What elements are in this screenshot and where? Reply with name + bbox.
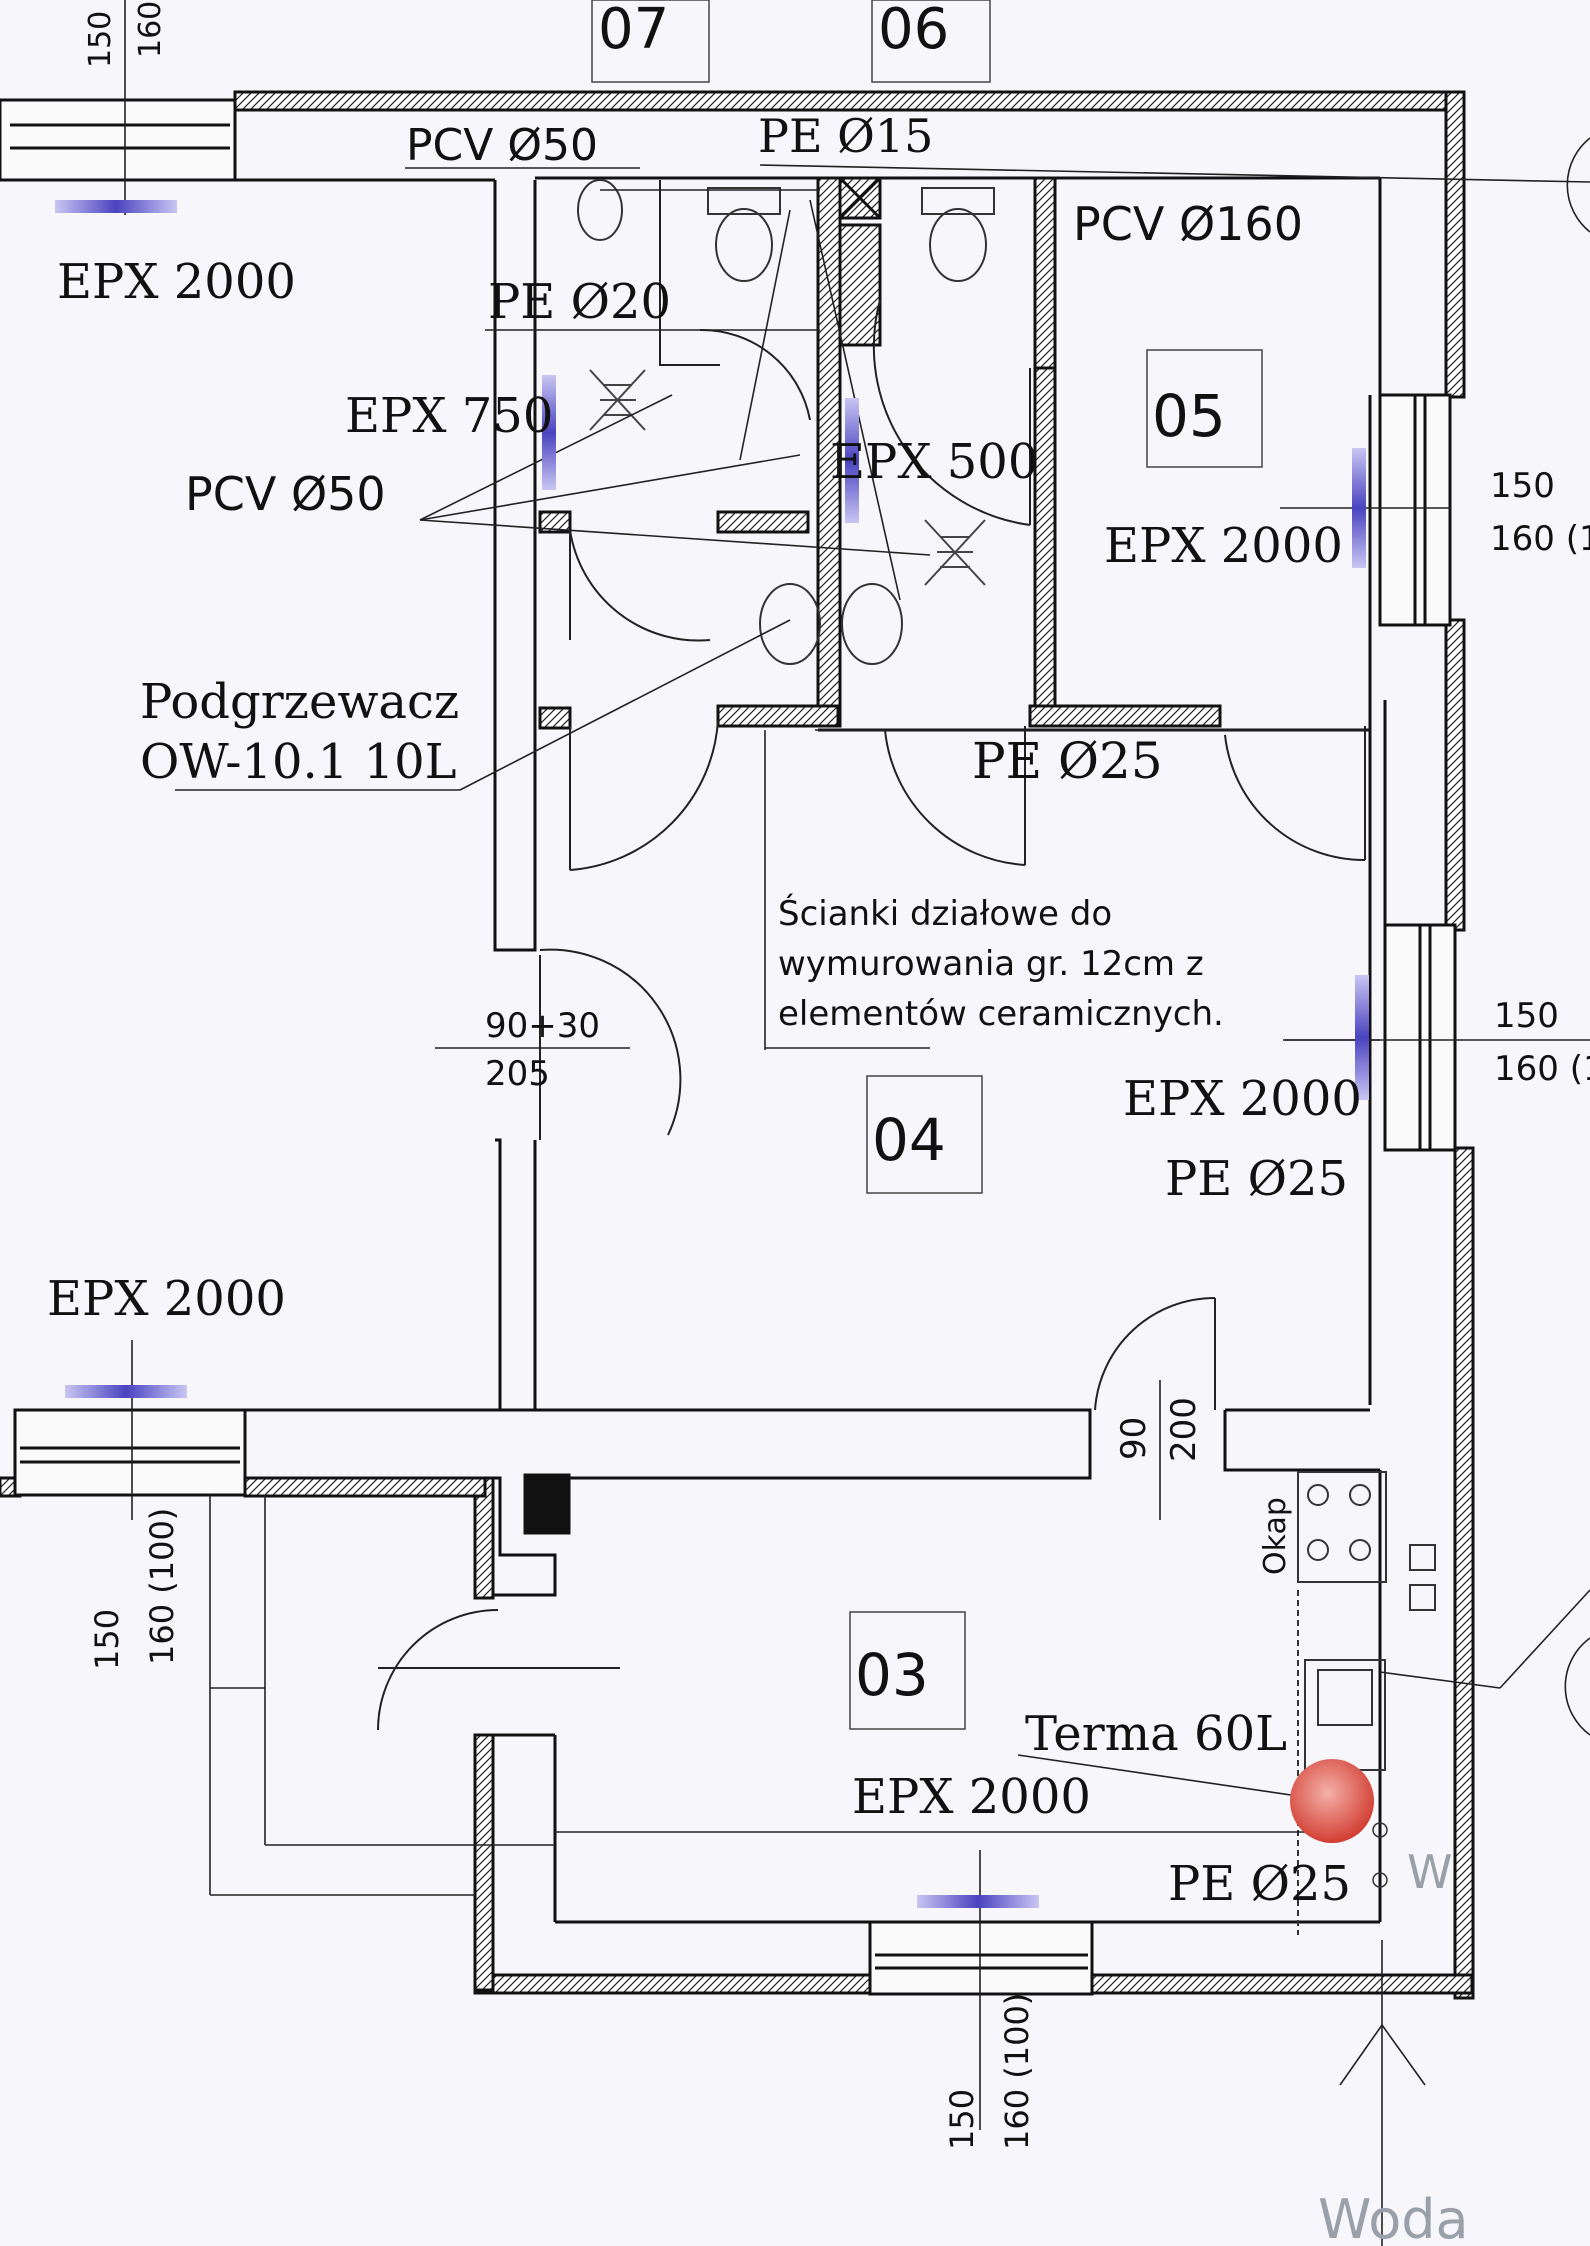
dim-r04-window-b: 160 (1 [1494, 1049, 1590, 1089]
room-04: 04 [872, 1106, 946, 1174]
window-south [868, 1920, 1094, 1996]
dim-south-window-a: 150 [943, 2089, 981, 2150]
radiators [55, 200, 1369, 1908]
sink-left [759, 583, 821, 665]
dim-top-left-a: 150 [83, 11, 118, 68]
west-wall-r03-bottom [473, 1733, 495, 1992]
room-06: 06 [878, 0, 949, 62]
dim-r04-window-a: 150 [1494, 996, 1559, 1036]
wall-r07-west [493, 180, 537, 952]
radiator-west [65, 1385, 187, 1398]
label-epx2000-r05: EPX 2000 [1104, 518, 1343, 574]
label-epx2000-nw: EPX 2000 [57, 254, 296, 310]
room-numbers [591, 0, 1263, 1730]
west-wall-r03-cap [243, 1476, 487, 1498]
dim-west-window-b: 160 (100) [143, 1508, 181, 1665]
radiator-r05 [1352, 448, 1366, 568]
label-water-w: W [1407, 1845, 1452, 1899]
label-pe25-r03: PE Ø25 [1168, 1856, 1351, 1912]
label-epx2000-west: EPX 2000 [47, 1271, 286, 1327]
room-07: 07 [598, 0, 669, 62]
pipes [124, 0, 1590, 2246]
bath-partition-2 [1033, 176, 1057, 370]
label-woda: Woda [1318, 2188, 1469, 2246]
boiler-terma [1290, 1759, 1374, 1843]
east-wall [1444, 90, 1466, 399]
room-05: 05 [1152, 382, 1226, 450]
doors [377, 180, 1366, 1731]
dim-top-left-b: 160 [133, 1, 168, 58]
label-pe25-corridor: PE Ø25 [972, 732, 1163, 790]
east-wall-mid [1444, 618, 1466, 932]
label-pe15: PE Ø15 [758, 109, 933, 163]
washbasin-r07 [577, 179, 623, 241]
radiator-r04 [1355, 975, 1369, 1100]
floor-drain-1 [589, 369, 646, 431]
label-epx500: EPX 500 [830, 434, 1038, 490]
south-wall-east [1090, 1973, 1474, 1995]
label-heater-2: OW-10.1 10L [140, 734, 457, 790]
dim-r05-window-b: 160 (1 [1490, 519, 1590, 559]
label-pcv160: PCV Ø160 [1073, 197, 1303, 251]
dim-west-window-a: 150 [88, 1609, 126, 1670]
label-okap: Okap [1258, 1497, 1293, 1575]
room-03: 03 [855, 1641, 929, 1709]
label-pe20: PE Ø20 [488, 274, 671, 330]
floor-drain-2 [924, 519, 986, 586]
label-epx2000-r04: EPX 2000 [1123, 1071, 1362, 1127]
window-nw [0, 98, 237, 182]
east-wall-low [1453, 1146, 1475, 2000]
dim-door2-w: 90 [1114, 1417, 1154, 1460]
note-line-1: Ścianki działowe do [778, 893, 1112, 934]
fixtures [577, 179, 1436, 1935]
radiator-r06 [845, 398, 859, 523]
dimensions: 150 160 150 160 (1 150 160 (1 90+30 205 … [83, 1, 1590, 2150]
dim-door-h: 205 [485, 1054, 550, 1094]
labels: PCV Ø50 PE Ø15 PCV Ø160 EPX 2000 PE Ø20 … [47, 109, 1469, 2246]
dim-door-w: 90+30 [485, 1006, 600, 1046]
toilet-r07 [715, 208, 773, 282]
label-pe25-r04: PE Ø25 [1165, 1151, 1348, 1207]
note-line-3: elementów ceramicznych. [778, 994, 1224, 1034]
walls [0, 90, 1475, 2000]
radiator-r03 [917, 1895, 1039, 1908]
south-wall-west [473, 1973, 872, 1995]
label-pcv50-top: PCV Ø50 [406, 120, 598, 171]
dim-door2-h: 200 [1164, 1397, 1204, 1462]
window-west [13, 1408, 247, 1497]
dim-south-window-b: 160 (100) [998, 1993, 1036, 2150]
label-pcv50-mid: PCV Ø50 [185, 467, 386, 521]
dim-r05-window-a: 150 [1490, 466, 1555, 506]
stove [1297, 1471, 1387, 1583]
chimney [523, 1473, 571, 1535]
toilet-r06 [929, 208, 987, 282]
label-epx750: EPX 750 [345, 388, 553, 444]
sink-right [841, 583, 903, 665]
label-epx2000-r03: EPX 2000 [852, 1769, 1091, 1825]
note-line-2: wymurowania gr. 12cm z [778, 944, 1204, 984]
label-terma: Terma 60L [1025, 1706, 1287, 1762]
label-heater-1: Podgrzewacz [140, 674, 459, 730]
north-wall [233, 90, 1462, 112]
radiator-r07 [542, 375, 556, 490]
radiator-nw [55, 200, 177, 213]
